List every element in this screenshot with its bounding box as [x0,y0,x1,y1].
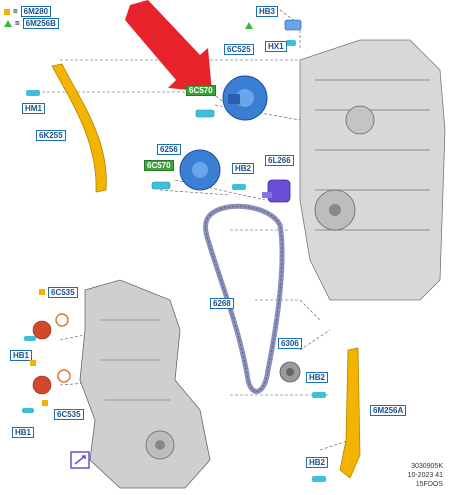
tensioner-6l266 [262,179,291,203]
camshaft-gear-top [222,75,268,121]
legend-eq: = [15,19,20,28]
yellow-square-icon [4,8,10,15]
yellow-square-icon [30,360,36,366]
ref-line-2: 10-2023 41 [407,472,443,479]
label-hb1-bottom: HB1 [12,427,35,438]
label-hx1: HX1 [265,41,287,52]
label-6306: 6306 [278,338,302,349]
label-6c525: 6C525 [224,44,254,55]
bolt-hb2-mid [232,184,246,190]
chain-guide-left [51,63,107,193]
engine-block [299,39,446,301]
label-6c570-mid: 6C570 [144,160,174,171]
bolt-6c570-mid [151,181,171,190]
label-6c570-top: 6C570 [186,85,216,96]
oil-pump-top [32,313,69,340]
label-6m256a: 6M256A [370,405,407,416]
label-6256: 6256 [157,144,181,155]
label-6c535-top: 6C535 [48,287,78,298]
yellow-square-icon [39,289,45,295]
green-triangle-icon [4,20,12,27]
legend-code-1: 6M280 [20,6,52,17]
camshaft-gear-mid [179,149,221,191]
reference-code: 3030905K 10-2023 41 15FDOS [408,462,443,489]
ref-line-3: 15FDOS [415,481,443,488]
label-hm1: HM1 [22,103,45,114]
legend-item-1: = 6M280 [4,6,52,17]
label-6k255: 6K255 [36,130,66,141]
label-hb1-top: HB1 [10,350,33,361]
label-6l266: 6L266 [265,155,294,166]
sealant-icon [70,451,90,469]
timing-chain-6268 [203,203,285,394]
yellow-square-icon [42,400,48,406]
ref-line-1: 3030905K [411,463,443,470]
bolt-hb2-lower [312,392,326,398]
bolt-6c570-top [195,109,215,118]
label-hb2-lower: HB2 [306,372,329,383]
red-arrow-icon [125,0,212,92]
label-hb2-bottom: HB2 [306,457,329,468]
bolt-hb1-bottom [22,408,34,413]
label-hb3: HB3 [256,6,279,17]
legend-item-2: = 6M256B [4,18,59,29]
bolt-hb1-top [24,336,36,341]
green-triangle-icon [245,22,253,29]
legend-eq: = [13,7,18,16]
oil-pump-bottom [32,369,71,395]
chain-guide-right [339,347,361,479]
label-6c535-bottom: 6C535 [54,409,84,420]
label-hb2-mid: HB2 [232,163,255,174]
crank-sprocket-6306 [279,361,301,383]
sensor-top [284,19,302,46]
timing-cover [79,279,211,489]
label-6268: 6268 [210,298,234,309]
bolt-hm1 [26,90,40,96]
bolt-hb2-bottom [312,476,326,482]
legend-code-2: 6M256B [22,18,59,29]
